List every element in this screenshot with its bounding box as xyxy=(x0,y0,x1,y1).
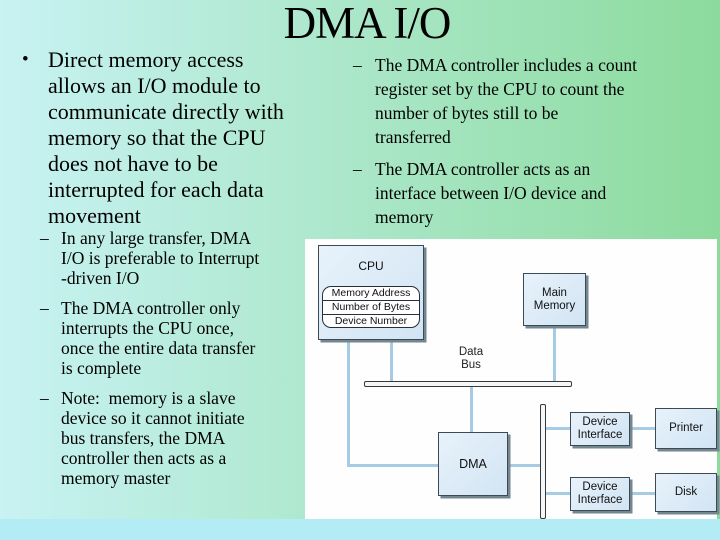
dash-marker: – xyxy=(40,388,49,408)
connector-interface-to-printer xyxy=(630,427,656,430)
connector-databus-to-dma xyxy=(470,386,473,432)
connector-cpu-to-dma-horizontal xyxy=(347,464,441,467)
cpu-box: CPU Memory Address Number of Bytes Devic… xyxy=(318,245,424,340)
connector-cpu-to-dma-vertical xyxy=(347,340,350,467)
slide-title: DMA I/O xyxy=(283,0,452,48)
connector-interface-to-disk xyxy=(630,492,656,495)
register-device-number: Device Number xyxy=(323,313,419,328)
dma-box: DMA xyxy=(438,432,508,496)
connector-memory-to-databus xyxy=(553,326,556,382)
cpu-label: CPU xyxy=(358,259,384,273)
register-number-of-bytes: Number of Bytes xyxy=(323,299,419,314)
disk-box: Disk xyxy=(655,473,717,512)
dash-marker: – xyxy=(40,228,49,248)
register-memory-address: Memory Address xyxy=(331,287,411,299)
data-bus-bar xyxy=(364,381,572,387)
connector-dma-to-iobus xyxy=(508,464,541,467)
connector-iobus-to-interface-top xyxy=(545,427,571,430)
io-bus-bar xyxy=(540,404,546,519)
connector-iobus-to-interface-bottom xyxy=(545,492,571,495)
cpu-registers: Memory Address Number of Bytes Device Nu… xyxy=(322,286,420,329)
dash-marker: – xyxy=(40,298,49,318)
bullet-dot: • xyxy=(22,49,29,70)
bottom-strip xyxy=(0,519,720,540)
dash-marker: – xyxy=(353,159,362,179)
connector-cpu-to-databus xyxy=(390,340,393,382)
dash-marker: – xyxy=(353,55,362,75)
printer-box: Printer xyxy=(655,408,717,449)
